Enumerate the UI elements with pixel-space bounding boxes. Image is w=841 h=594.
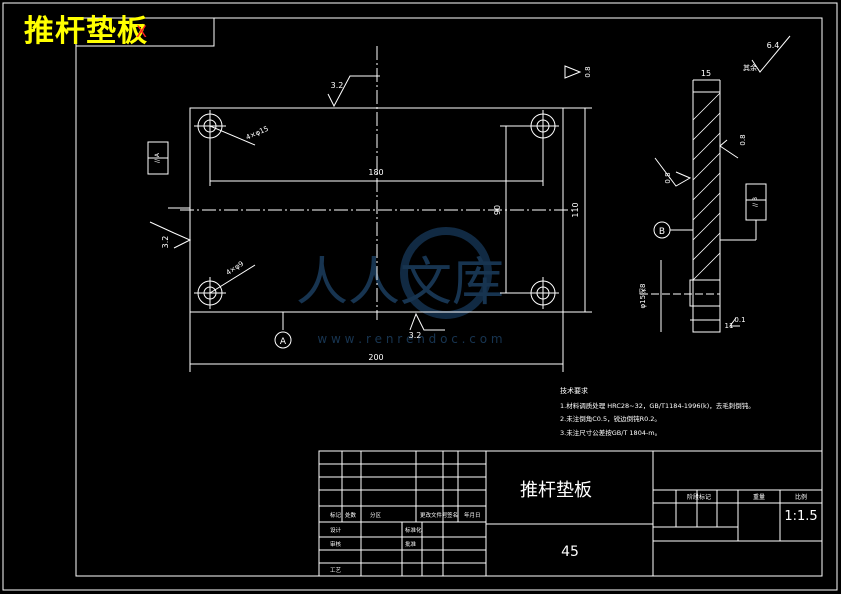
dim-text-thickness: 15 xyxy=(701,69,711,78)
roughness-text-left: 3.2 xyxy=(161,236,170,249)
title-block-right-header-2: 重量 xyxy=(753,493,765,501)
notes-heading: 技术要求 xyxy=(560,386,588,395)
leader-hole-bottom xyxy=(209,264,256,294)
title-block-header-3: 分区 xyxy=(370,511,382,519)
notes-line-2: 2.未注倒角C0.5，锐边倒钝R0.2。 xyxy=(560,414,661,423)
roughness-side-symbol-b xyxy=(654,157,692,187)
title-block-frame xyxy=(318,450,823,577)
title-block-material: 45 xyxy=(561,544,579,560)
roughness-text-side-c: 0.8 xyxy=(584,66,592,77)
title-block-process: 工艺 xyxy=(330,567,342,574)
title-block-right-header-1: 阶段标记 xyxy=(687,493,711,501)
title-block-header-2: 处数 xyxy=(345,511,357,519)
watermark: 人人文库 w w w . r e n r e n d o c . c o m xyxy=(296,227,504,346)
title-block-header-4: 更改文件号 xyxy=(420,511,448,519)
roughness-symbol-bottom xyxy=(409,312,445,331)
roughness-symbol-top xyxy=(327,75,380,108)
roughness-note-general: 其余 xyxy=(743,63,757,72)
notes-line-1: 1.材料调质处理 HRC28~32，GB/T1184-1996(k)，去毛刺倒钝… xyxy=(560,401,755,410)
side-view xyxy=(640,35,791,333)
tolerance-text-flatness: 0.1 xyxy=(734,316,745,324)
side-plate xyxy=(692,91,721,333)
top-left-code-box xyxy=(75,17,215,47)
title-block-review: 审核 xyxy=(330,540,342,548)
watermark-ring xyxy=(400,227,492,319)
counterbore xyxy=(689,279,721,307)
section-letter-b: B xyxy=(659,227,665,237)
roughness-text-bottom: 3.2 xyxy=(409,331,422,340)
section-letter-a: A xyxy=(280,337,287,347)
title-block-header-6: 年月日 xyxy=(464,511,481,519)
hole-label-bottom: 4×φ9 xyxy=(225,260,246,277)
title-block-header-1: 标记 xyxy=(330,511,342,519)
drawing-title-suffix: X xyxy=(136,22,147,41)
counterbore-depth-text: 11 xyxy=(725,322,734,330)
dim-text-180: 180 xyxy=(368,168,383,177)
roughness-text-top: 3.2 xyxy=(331,81,344,90)
title-block-scale: 1:1.5 xyxy=(784,509,817,524)
roughness-text-side-b: 0.8 xyxy=(664,172,672,183)
front-view xyxy=(147,46,592,372)
roughness-side-symbol-c xyxy=(729,317,740,327)
dim-text-110: 110 xyxy=(571,202,580,217)
roughness-text-side-a: 0.8 xyxy=(739,134,747,145)
drawing-title: 推杆垫板 xyxy=(24,14,148,49)
watermark-url: w w w . r e n r e n d o c . c o m xyxy=(317,332,502,346)
side-hatching xyxy=(692,92,721,281)
watermark-brand: 人人文库 xyxy=(296,253,504,313)
roughness-symbol-left xyxy=(149,221,192,249)
roughness-general-symbol xyxy=(751,35,791,73)
title-block-header-5: 签名 xyxy=(447,511,458,519)
datum-box-right-text: // B xyxy=(752,197,759,207)
title-block-design: 设计 xyxy=(330,526,342,534)
roughness-side-symbol-a xyxy=(719,139,739,159)
dim-text-90: 90 xyxy=(493,205,502,215)
title-block-right-header-3: 比例 xyxy=(795,493,807,501)
hole-label-top: 4×φ15 xyxy=(245,125,270,142)
title-block xyxy=(318,450,823,577)
roughness-text-general: 6.4 xyxy=(767,41,780,50)
title-block-standard: 标准化 xyxy=(405,526,422,534)
counterbore-label: φ15深8 xyxy=(638,284,647,309)
title-block-approve: 批准 xyxy=(405,540,417,548)
title-block-part-name: 推杆垫板 xyxy=(520,480,592,501)
dim-text-200: 200 xyxy=(368,353,383,362)
leader-hole-top xyxy=(209,125,256,146)
roughness-symbol-right xyxy=(564,65,582,79)
notes-line-3: 3.未注尺寸公差按GB/T 1804-m。 xyxy=(560,428,661,437)
section-marker-a xyxy=(274,331,292,349)
datum-box-left-text: // A xyxy=(154,152,161,163)
